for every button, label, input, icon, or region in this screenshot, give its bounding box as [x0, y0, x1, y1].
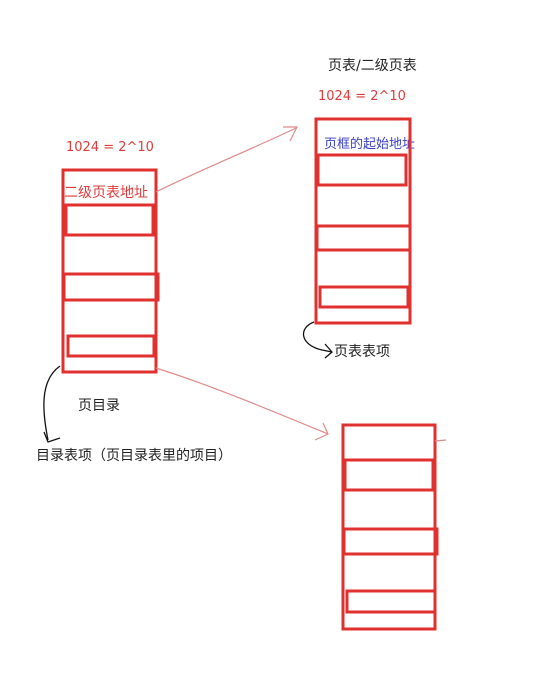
- page-table-outer-box: [341, 423, 437, 631]
- formula-right: 1024 = 2^10: [318, 89, 406, 104]
- page-table-outer-box: [314, 117, 412, 325]
- page-table-entry-label: 页表表项: [334, 344, 390, 360]
- small-tick-mark: [434, 439, 447, 442]
- pointer-directory-entry: [43, 365, 61, 443]
- frame-start-address-label: 页框的起始地址: [324, 136, 415, 152]
- page-table-top: [314, 117, 412, 325]
- arrow-to-bottom-table: [155, 367, 329, 441]
- directory-entry-box: [64, 203, 155, 237]
- page-table-entry-box: [316, 153, 408, 187]
- second-level-address-label: 二级页表地址: [64, 185, 148, 201]
- pointer-page-table-entry: [303, 321, 333, 359]
- arrow-to-top-table: [155, 126, 298, 193]
- page-directory-table: [61, 168, 160, 374]
- page-table-entry-box: [345, 589, 437, 614]
- page-directory-label: 页目录: [78, 398, 120, 414]
- directory-outer-box: [61, 168, 158, 374]
- page-table-bottom: [341, 423, 439, 631]
- directory-entry-box: [66, 334, 156, 358]
- page-table-entry-box: [343, 458, 435, 492]
- formula-left: 1024 = 2^10: [66, 140, 154, 155]
- page-table-title: 页表/二级页表: [328, 58, 417, 74]
- directory-entry-box: [62, 272, 160, 302]
- page-table-entry-box: [318, 285, 410, 309]
- page-table-entry-box: [342, 527, 439, 556]
- page-table-entry-box: [315, 224, 412, 252]
- directory-entry-label: 目录表项（页目录表里的项目）: [36, 448, 232, 464]
